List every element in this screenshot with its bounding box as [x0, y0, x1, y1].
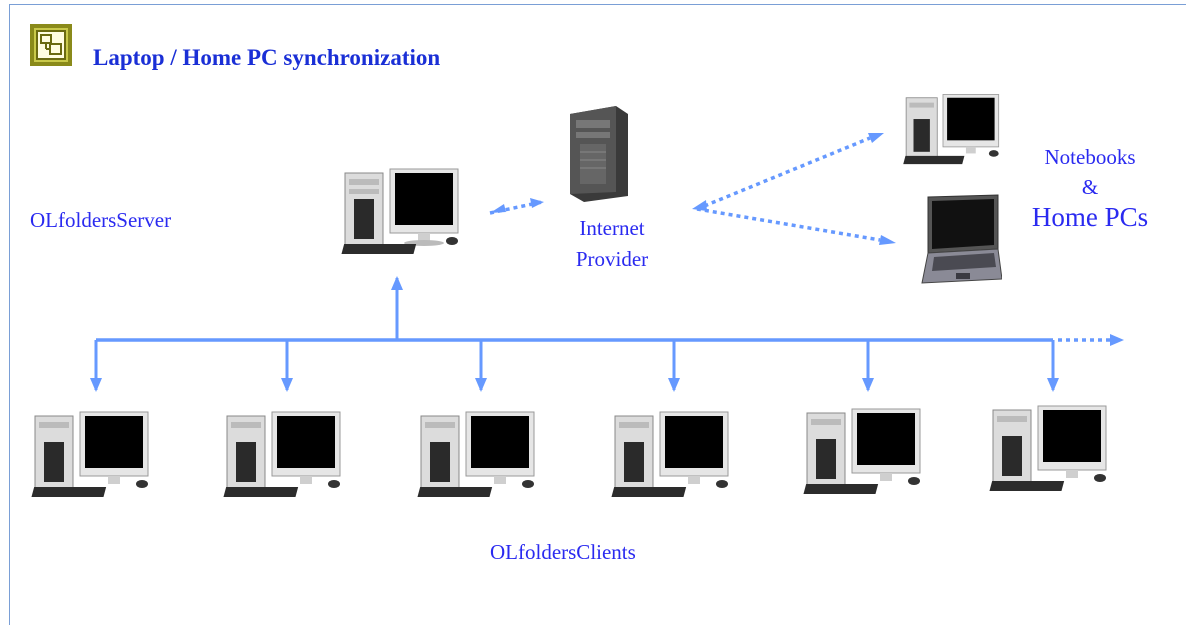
- page-title: Laptop / Home PC synchronization: [93, 45, 441, 70]
- internet-provider-tower-icon: [570, 106, 628, 202]
- app-logo-icon: [30, 24, 72, 66]
- provider-label-line2: Provider: [575, 247, 649, 271]
- home-pc-icon: [903, 94, 1000, 165]
- client-pc-icon: [803, 408, 921, 494]
- notebooks-label-line1: Notebooks: [1044, 145, 1136, 169]
- provider-notebook-link: [696, 207, 881, 242]
- notebooks-label: Notebooks & Home PCs: [1020, 142, 1160, 232]
- client-pc-icon: [989, 405, 1107, 491]
- slide-frame: [9, 4, 1186, 625]
- client-pc-icon: [223, 411, 341, 497]
- notebooks-label-line3: Home PCs: [1031, 202, 1149, 232]
- clients-label: OLfoldersClients: [490, 540, 636, 564]
- client-pc-icon: [417, 411, 535, 497]
- server-label: OLfoldersServer: [30, 208, 172, 232]
- notebooks-label-line2: &: [1081, 175, 1099, 199]
- provider-label-line1: Internet: [579, 216, 645, 240]
- client-pc-icon: [611, 411, 729, 497]
- server-pc-icon: [341, 168, 459, 254]
- provider-label: Internet Provider: [546, 213, 678, 275]
- notebook-laptop-icon: [921, 194, 1002, 284]
- provider-homepc-link: [696, 136, 871, 211]
- client-pc-icon: [31, 411, 149, 497]
